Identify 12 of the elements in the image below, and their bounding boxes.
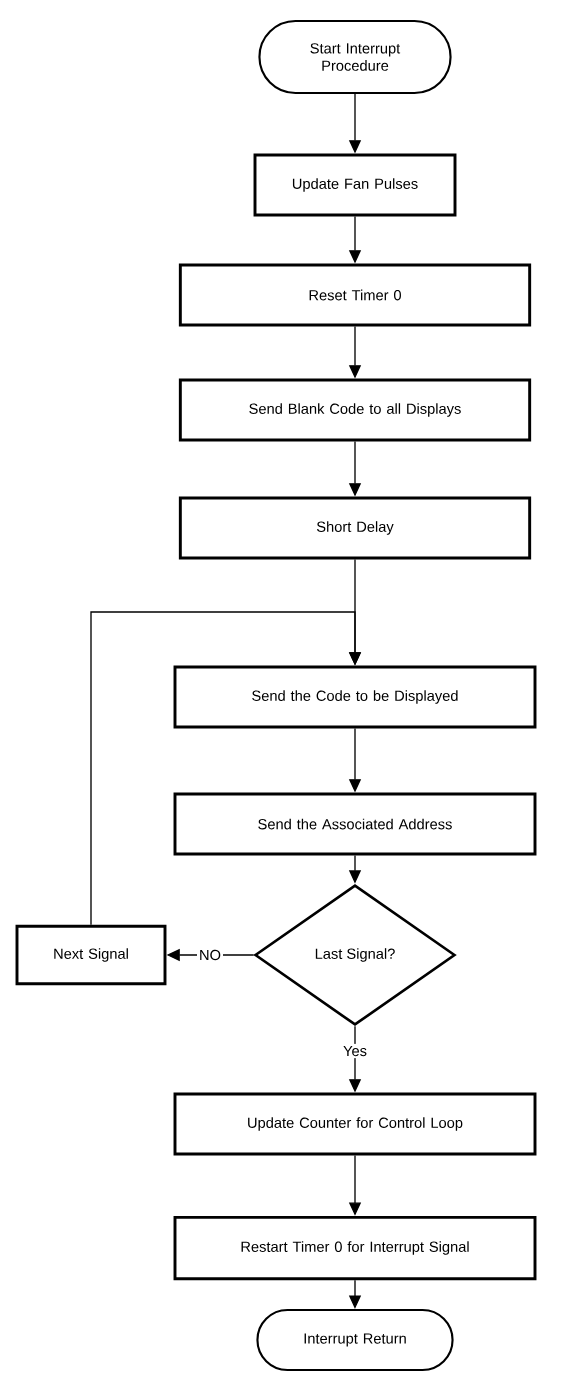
process-box: Send Blank Code to all Displays: [178, 378, 532, 442]
process-box: Send the Code to be Displayed: [173, 665, 537, 729]
process-box: Send the Associated Address: [173, 792, 537, 856]
edge-label: Yes: [341, 1043, 369, 1059]
arrow: [90, 611, 362, 926]
process-box: Next Signal: [15, 924, 167, 986]
process-box: Reset Timer 0: [178, 263, 532, 327]
process-box: Short Delay: [178, 496, 532, 560]
process-box: Restart Timer 0 for Interrupt Signal: [173, 1215, 537, 1281]
edge-label: NO: [197, 947, 223, 963]
process-box: Update Fan Pulses: [253, 153, 457, 217]
process-box: Update Counter for Control Loop: [173, 1092, 537, 1156]
